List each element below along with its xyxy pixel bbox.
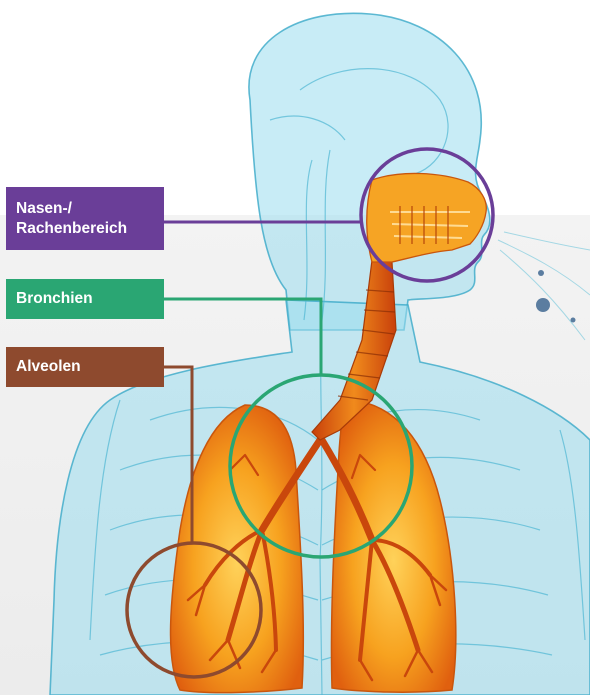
particle-small-2: [571, 318, 576, 323]
alveoli-label: Alveolen: [6, 347, 164, 387]
particle-large: [536, 298, 550, 312]
alveoli-label-text: Alveolen: [16, 357, 81, 377]
bronchi-label: Bronchien: [6, 279, 164, 319]
bronchi-label-text: Bronchien: [16, 289, 93, 309]
nasal-region-label-text: Nasen-/ Rachenbereich: [16, 199, 127, 239]
particle-small: [538, 270, 544, 276]
nasal-region-label: Nasen-/ Rachenbereich: [6, 187, 164, 250]
airflow-lines: [498, 232, 590, 340]
